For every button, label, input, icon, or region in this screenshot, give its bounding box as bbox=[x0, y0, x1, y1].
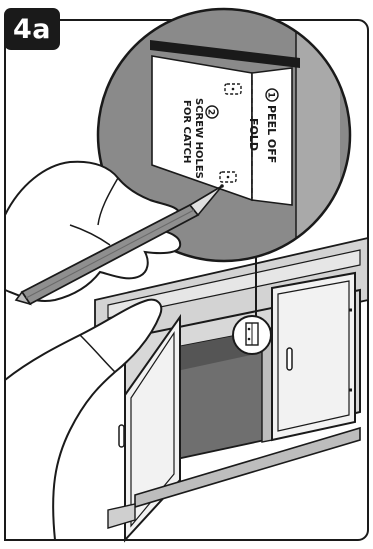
screw-holes-line1: SCREW HOLES bbox=[193, 98, 204, 179]
fold-label: FOLD bbox=[247, 118, 260, 151]
peel-off-label: PEEL OFF bbox=[265, 105, 278, 163]
step-badge: 4a bbox=[4, 8, 60, 50]
number-one: 1 bbox=[266, 92, 276, 98]
number-two: 2 bbox=[206, 109, 216, 115]
screw-holes-line2: FOR CATCH bbox=[181, 100, 192, 163]
